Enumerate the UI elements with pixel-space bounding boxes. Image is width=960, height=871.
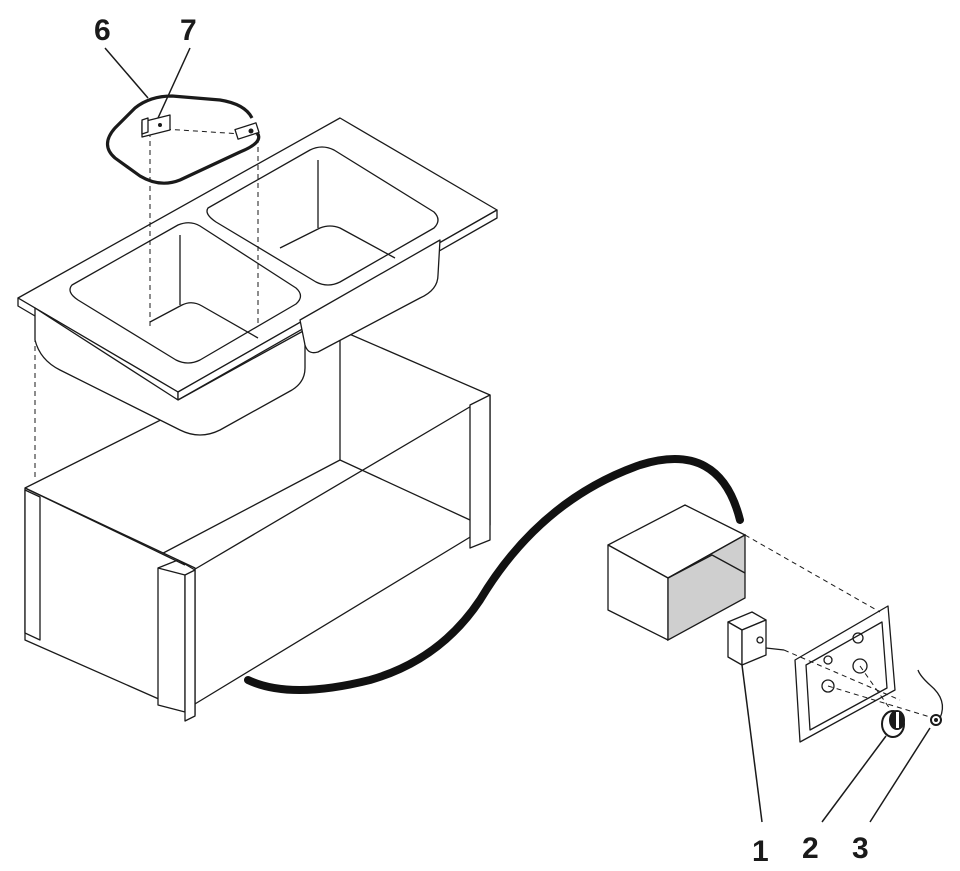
element-bracket [141, 114, 171, 138]
thermostat [727, 611, 785, 666]
alignment-lines-controls [744, 534, 941, 721]
callout-3: 3 [852, 832, 869, 865]
control-box [607, 504, 746, 642]
callout-6: 6 [94, 14, 111, 47]
callout-1: 1 [752, 835, 769, 868]
cabinet-base [24, 329, 491, 722]
leader-lines [104, 47, 931, 823]
power-cord [244, 455, 744, 694]
heating-element [105, 94, 261, 185]
callout-7: 7 [180, 14, 197, 47]
callout-2: 2 [802, 832, 819, 865]
control-panel-plate [794, 605, 896, 743]
indicator-light [917, 669, 944, 726]
control-knob [881, 710, 905, 738]
